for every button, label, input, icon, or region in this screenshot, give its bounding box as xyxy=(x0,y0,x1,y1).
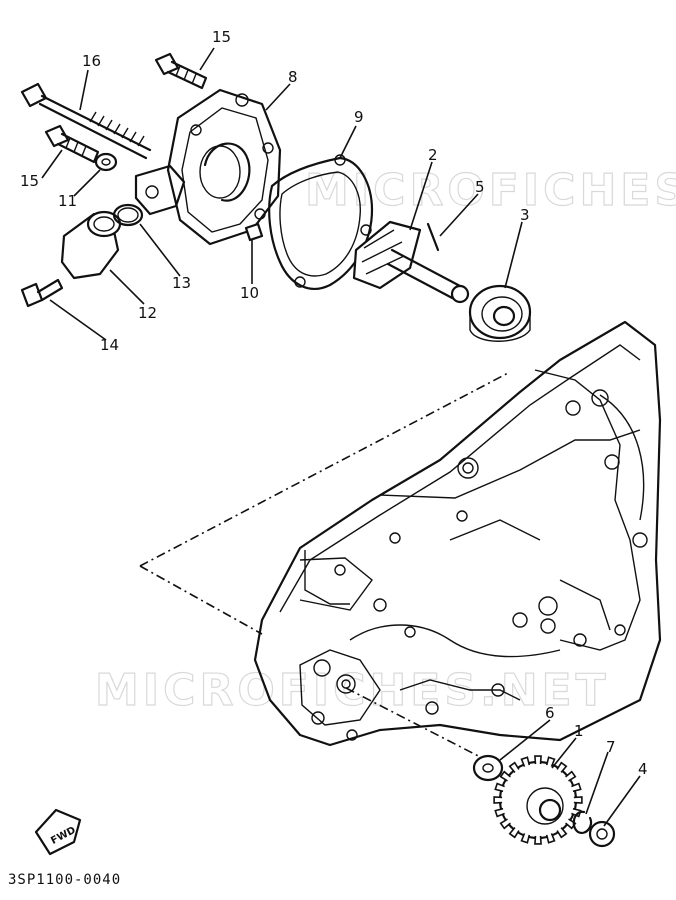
leader-lines xyxy=(41,47,641,827)
callout-4: 4 xyxy=(638,760,648,778)
callout-15-left: 15 xyxy=(20,172,39,190)
drive-gear xyxy=(493,755,583,845)
gear-tooth xyxy=(499,770,511,782)
gear-tooth xyxy=(494,807,505,818)
gear-tooth xyxy=(493,796,503,804)
gear-tooth xyxy=(545,833,556,844)
alignment-lines xyxy=(139,371,511,763)
callout-13: 13 xyxy=(172,274,191,292)
gear-tooth xyxy=(508,827,520,839)
gear-tooth xyxy=(545,756,556,767)
callout-2: 2 xyxy=(428,146,438,164)
pump-housing xyxy=(134,88,282,246)
forward-arrow-icon: FWD xyxy=(34,808,82,856)
gear-tooth xyxy=(571,782,582,793)
callout-16: 16 xyxy=(82,52,101,70)
crankcase xyxy=(253,320,662,747)
callout-10: 10 xyxy=(240,284,259,302)
elbow-bolt xyxy=(20,278,64,308)
gear-tooth xyxy=(556,761,568,773)
gear-tooth xyxy=(494,782,505,793)
watermark-top: MICROFICHES.NET xyxy=(305,165,676,216)
gear-tooth xyxy=(499,818,511,830)
pin xyxy=(426,222,440,252)
callout-7: 7 xyxy=(606,738,616,756)
callout-5: 5 xyxy=(475,178,485,196)
gear-tooth xyxy=(508,761,520,773)
gear-tooth xyxy=(520,756,531,767)
gear-tooth xyxy=(573,796,583,804)
bolt-left xyxy=(44,124,100,164)
o-ring xyxy=(112,203,144,227)
bolt-upper xyxy=(154,52,208,90)
callout-9: 9 xyxy=(354,108,364,126)
callout-3: 3 xyxy=(520,206,530,224)
fwd-label: FWD xyxy=(49,825,77,847)
gear-tooth xyxy=(565,770,577,782)
outlet-elbow xyxy=(60,210,122,280)
callout-15-upper: 15 xyxy=(212,28,231,46)
callout-1: 1 xyxy=(574,722,584,740)
circlip xyxy=(572,810,593,834)
callout-labels: 15 16 8 9 2 5 3 15 11 13 12 14 10 6 1 7 … xyxy=(20,28,648,778)
gear-tooth xyxy=(520,833,531,844)
callout-8: 8 xyxy=(288,68,298,86)
callout-6: 6 xyxy=(545,704,555,722)
callout-11: 11 xyxy=(58,192,77,210)
gear-tooth xyxy=(534,835,542,845)
callout-12: 12 xyxy=(138,304,157,322)
drawing-code: 3SP1100-0040 xyxy=(8,872,122,888)
bearing xyxy=(468,284,532,342)
dowel-pin xyxy=(244,222,264,242)
gear-tooth xyxy=(534,755,542,765)
gear-tooth xyxy=(556,827,568,839)
end-washer xyxy=(588,820,616,848)
long-bolt xyxy=(20,82,152,160)
impeller xyxy=(352,220,470,304)
washer xyxy=(94,152,118,172)
callout-14: 14 xyxy=(100,336,119,354)
gear-washer xyxy=(472,754,504,782)
